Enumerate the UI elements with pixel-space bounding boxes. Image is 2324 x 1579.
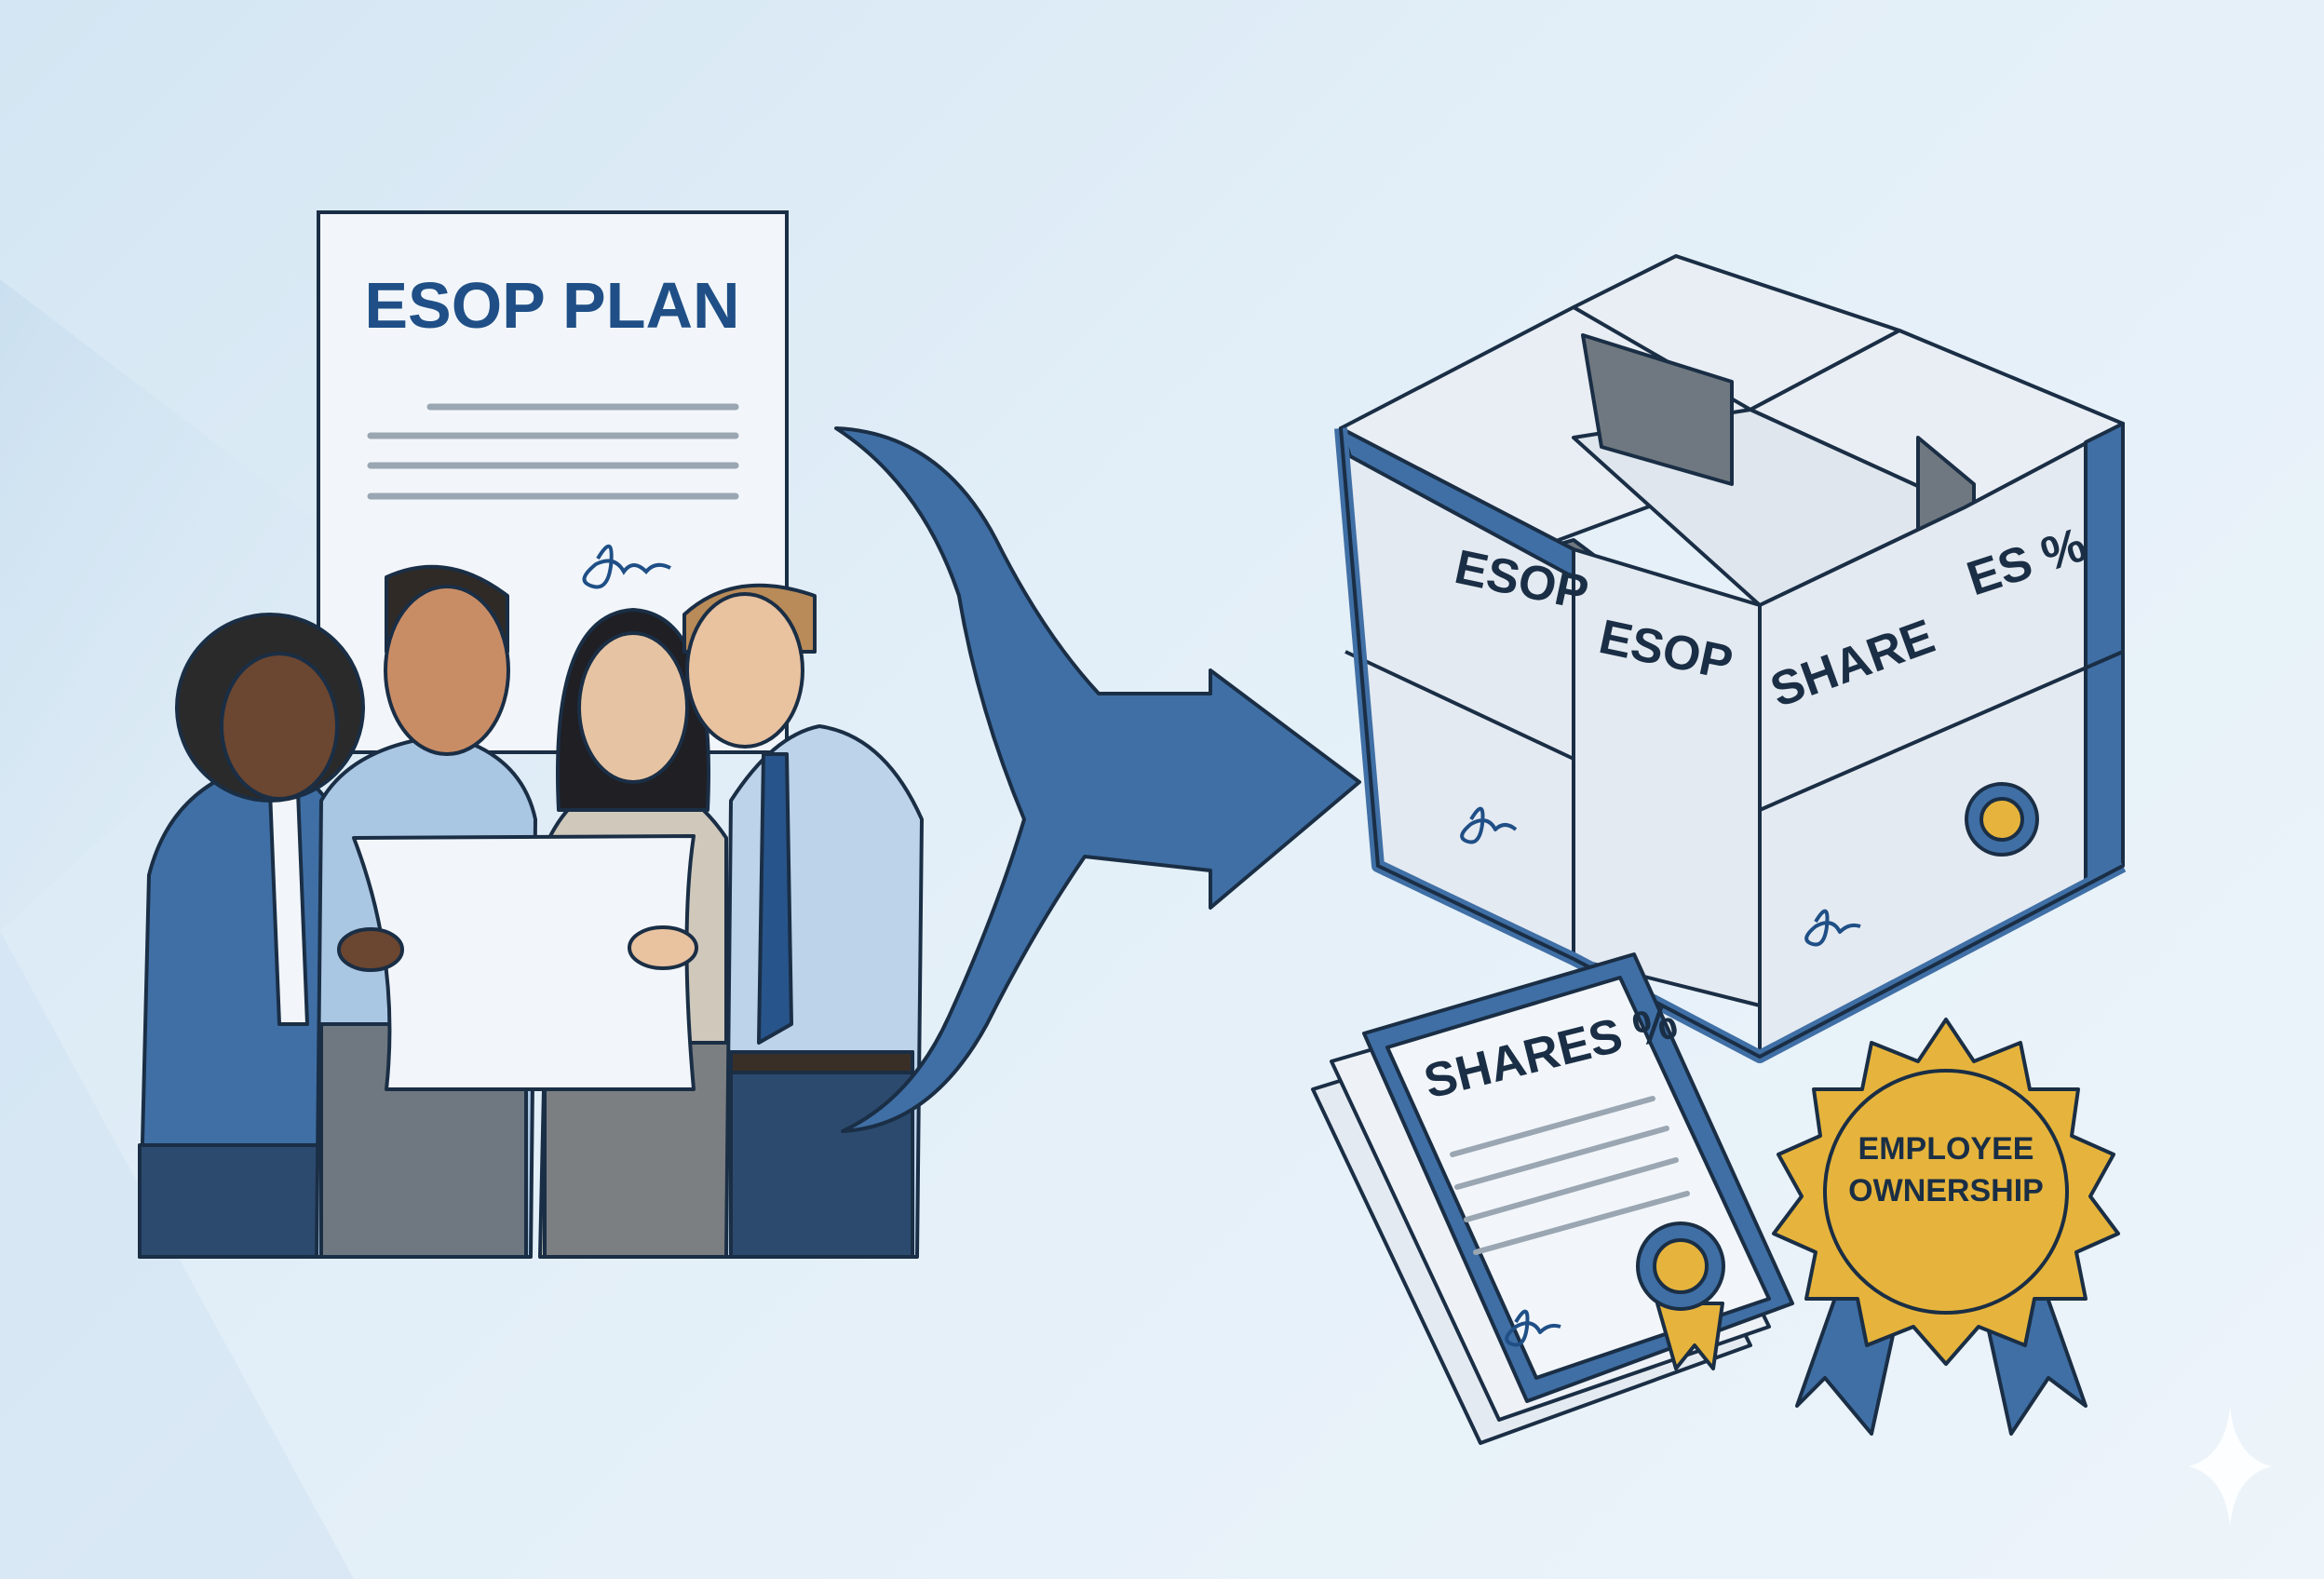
- document-text-lines: [367, 403, 739, 500]
- puzzle-cube: ESOP ESOP SHARE ES %: [1334, 254, 2127, 1063]
- sparkle-icon: [2188, 1406, 2272, 1527]
- badge-line-2: OWNERSHIP: [1848, 1173, 2044, 1208]
- curved-arrow-icon: [834, 426, 1361, 1133]
- hand: [337, 927, 404, 972]
- seal-icon: [1965, 782, 2039, 857]
- shared-document: [352, 834, 696, 1091]
- signature-icon: [1460, 806, 1518, 844]
- seal-icon: [1636, 1221, 1725, 1370]
- certificate-text-lines: [1450, 1096, 1690, 1255]
- signature-icon: [1804, 909, 1861, 947]
- signature-icon: [1505, 1309, 1561, 1347]
- team-reviewing-plan: [138, 564, 924, 1259]
- hand: [628, 925, 698, 970]
- plan-title: ESOP PLAN: [364, 269, 739, 342]
- employee-ownership-badge: EMPLOYEE OWNERSHIP: [1772, 1018, 2120, 1436]
- background-facet: [0, 279, 391, 931]
- person-woman-blazer: [138, 613, 365, 1259]
- badge-line-1: EMPLOYEE: [1858, 1131, 2034, 1167]
- shares-certificate-stack: SHARES %: [1311, 952, 1794, 1445]
- signature-icon: [582, 545, 671, 589]
